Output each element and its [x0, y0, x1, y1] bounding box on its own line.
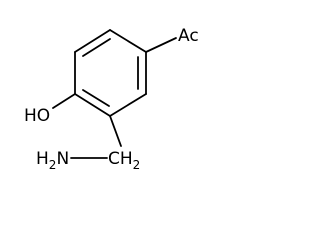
- ring-bond-3: [109, 93, 147, 117]
- ring-double-bond-top: [82, 38, 111, 57]
- benzene-ring: [74, 29, 147, 117]
- acetyl-label: Ac: [178, 26, 199, 46]
- ch2-subscript: 2: [133, 158, 141, 172]
- acetyl-bond: [145, 37, 177, 53]
- ring-to-ch2-bond: [109, 115, 122, 147]
- nh2-label: H2N: [36, 149, 69, 172]
- hydroxyl-label: HO: [24, 106, 50, 126]
- chemical-structure: Ac HO H2N CH2: [24, 26, 199, 172]
- ring-double-bond-bottom: [82, 89, 110, 107]
- ring-bond-6: [74, 29, 111, 53]
- nh2-n: N: [56, 149, 69, 169]
- nh2-h: H: [36, 149, 49, 169]
- hydroxyl-text: HO: [24, 106, 50, 126]
- acetyl-text: Ac: [178, 26, 199, 46]
- hydroxyl-bond: [52, 93, 76, 109]
- nh2-subscript: 2: [49, 158, 57, 172]
- ring-bond-1: [109, 29, 147, 53]
- ch2-label: CH2: [108, 149, 140, 172]
- ch2-text: CH: [108, 149, 133, 169]
- ring-bond-4: [74, 93, 111, 117]
